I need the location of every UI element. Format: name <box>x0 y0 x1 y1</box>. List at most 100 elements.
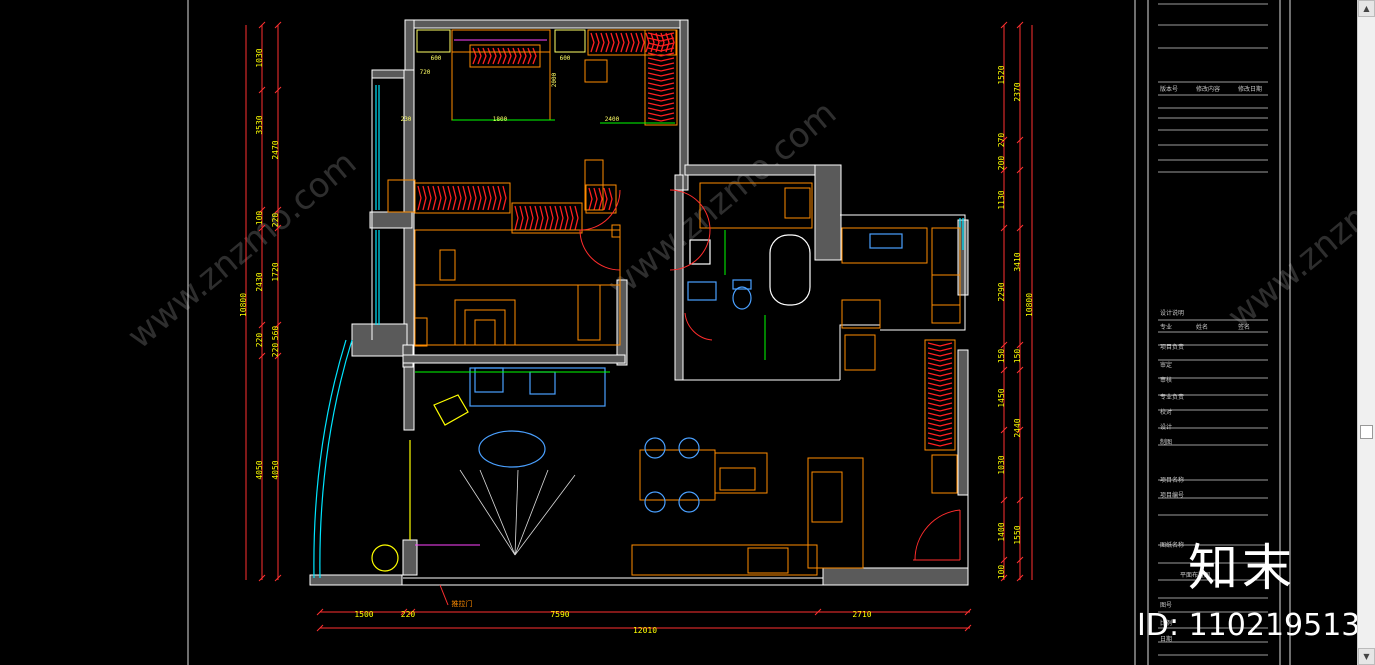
walls <box>309 19 969 586</box>
light-beams <box>459 469 576 556</box>
watermark-site-0: www.znzmo.com <box>120 143 364 357</box>
dim-bottom-seg4: 2710 <box>852 610 871 619</box>
scroll-up-arrow-icon[interactable]: ▲ <box>1358 0 1375 17</box>
title-block-r11: 专业负责 <box>1160 394 1185 401</box>
dim-right-outer-d2: 3410 <box>1013 252 1022 271</box>
tick-right-out-7 <box>1016 496 1024 504</box>
scroll-thumb[interactable] <box>1360 425 1373 439</box>
dim-left-inner-d5: 220 <box>271 343 280 358</box>
dim-left-outer-d4: 2430 <box>255 272 264 291</box>
bed-pattern <box>469 44 541 68</box>
tick-bottom-2 <box>408 608 416 616</box>
tick-right-8 <box>1000 556 1008 564</box>
tick-left-in-3 <box>274 224 282 232</box>
tick-left-in-2 <box>274 206 282 214</box>
dim-left-outer-d1: 1030 <box>255 48 264 67</box>
title-block-r5: 专业 <box>1160 324 1173 331</box>
wardrobe-hall <box>924 339 956 451</box>
dim-left-inner-d3: 1720 <box>271 262 280 281</box>
title-block-r18: 平面布置图 <box>1180 572 1211 579</box>
bedroom-dim-g: 720 <box>420 69 431 76</box>
tick-left-1 <box>258 86 266 94</box>
bedroom-dim-d: 600 <box>431 55 442 62</box>
dim-right-inner-d10: 100 <box>997 565 1006 580</box>
tick-right-0 <box>1000 21 1008 29</box>
dim-bottom-seg3: 7590 <box>550 610 569 619</box>
tick-right-out-8 <box>1016 556 1024 564</box>
tick-total-1 <box>964 624 972 632</box>
tick-left-in-0 <box>274 21 282 29</box>
dim-right-inner-d7: 1450 <box>997 388 1006 407</box>
bedroom-dim-f: 2000 <box>551 72 558 87</box>
tick-right-1 <box>1000 136 1008 144</box>
tick-right-out-9 <box>1016 574 1024 582</box>
tick-total-0 <box>316 624 324 632</box>
wardrobe-top <box>587 29 677 56</box>
title-block-r13: 设计 <box>1160 424 1173 431</box>
tick-right-2 <box>1000 166 1008 174</box>
dim-bottom-seg2: 220 <box>401 610 416 619</box>
wardrobes <box>414 29 956 451</box>
title-block-r8: 项目负责 <box>1160 344 1185 351</box>
dim-left-inner-d4: 560 <box>271 326 280 341</box>
tick-right-out-3 <box>1016 224 1024 232</box>
dim-left-outer-d6: 4050 <box>255 460 264 479</box>
title-block-r12: 校对 <box>1160 409 1173 416</box>
drawing-frame <box>187 0 1291 665</box>
furniture <box>387 29 961 576</box>
watermark-brand: 知末 <box>1188 539 1296 597</box>
tick-right-out-4 <box>1016 341 1024 349</box>
tick-right-6 <box>1000 426 1008 434</box>
title-block-r15: 项目名称 <box>1160 477 1185 484</box>
fixtures <box>469 233 903 513</box>
tick-bottom-4 <box>964 608 972 616</box>
doors <box>579 189 961 561</box>
dim-bottom-seg1: 1500 <box>354 610 373 619</box>
title-block-r21: 日期 <box>1160 636 1173 643</box>
dim-right-inner-d9: 1400 <box>997 522 1006 541</box>
title-block-r14: 制图 <box>1160 439 1173 446</box>
tick-right-out-2 <box>1016 166 1024 174</box>
dim-left-inner-d2: 220 <box>271 213 280 228</box>
title-block-r3: 修改日期 <box>1238 86 1263 93</box>
dim-right-inner-d5: 2290 <box>997 282 1006 301</box>
windows <box>313 85 964 579</box>
annotation-label: 推拉门 <box>452 599 473 608</box>
dim-right-inner-d8: 1030 <box>997 455 1006 474</box>
title-block-r4: 设计说明 <box>1160 310 1185 317</box>
dim-left-total: 10800 <box>239 293 248 317</box>
vertical-scrollbar[interactable]: ▲ ▼ <box>1357 0 1375 665</box>
tick-left-in-1 <box>274 86 282 94</box>
tick-right-7 <box>1000 496 1008 504</box>
tick-bottom-3 <box>814 608 822 616</box>
dim-left-outer-d5: 220 <box>255 333 264 348</box>
dim-bottom-total: 12010 <box>633 626 657 635</box>
tick-bottom-0 <box>316 608 324 616</box>
dim-right-outer-d1: 2370 <box>1013 82 1022 101</box>
dim-right-inner-d6: 150 <box>997 349 1006 364</box>
tick-right-5 <box>1000 366 1008 374</box>
dim-right-outer-d4: 2440 <box>1013 418 1022 437</box>
title-block-r6: 姓名 <box>1196 324 1209 331</box>
tick-left-2 <box>258 206 266 214</box>
dimension-ticks <box>258 21 1024 632</box>
scroll-down-arrow-icon[interactable]: ▼ <box>1358 648 1375 665</box>
dim-right-inner-d3: 200 <box>997 156 1006 171</box>
bedroom-dim-a: 1800 <box>493 116 508 123</box>
tick-left-6 <box>258 574 266 582</box>
title-block-r9: 审定 <box>1160 362 1173 369</box>
title-block-r19: 图号 <box>1160 602 1173 609</box>
dimension-lines <box>245 25 1033 629</box>
bedroom-dim-b: 2400 <box>605 116 620 123</box>
dim-right-inner-d1: 1520 <box>997 65 1006 84</box>
title-block-r2: 修改内容 <box>1196 86 1221 93</box>
dim-right-total: 10800 <box>1025 293 1034 317</box>
dim-right-inner-d4: 1130 <box>997 190 1006 209</box>
tick-bottom-1 <box>400 608 408 616</box>
tick-left-in-5 <box>274 352 282 360</box>
title-block-r16: 项目编号 <box>1160 492 1185 499</box>
